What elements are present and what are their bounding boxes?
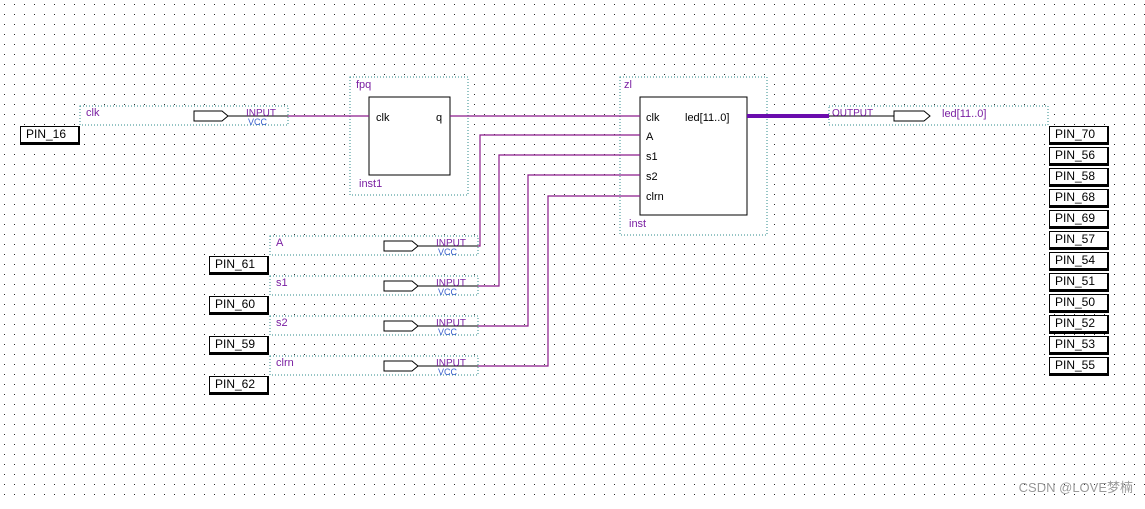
pin-clrn[interactable]: PIN_62 (209, 376, 269, 395)
output-pin[interactable]: PIN_53 (1049, 336, 1109, 355)
zl-port-clrn: clrn (646, 191, 664, 203)
fpq-block[interactable]: fpq clk q inst1 (349, 76, 469, 196)
zl-port-clk: clk (646, 112, 660, 124)
wire-s1 (478, 154, 640, 287)
zl-port-led: led[11..0] (685, 112, 729, 124)
input-s2-symbol[interactable]: s2 INPUT VCC (269, 315, 479, 337)
input-s2-name: s2 (276, 317, 288, 329)
input-clk-vcc: VCC (248, 117, 268, 127)
input-clk-type: INPUT (246, 108, 276, 119)
fpq-port-clk: clk (376, 112, 390, 124)
output-pin[interactable]: PIN_70 (1049, 126, 1109, 145)
output-pin[interactable]: PIN_56 (1049, 147, 1109, 166)
input-s1-name: s1 (276, 277, 288, 289)
input-clk-name: clk (86, 107, 100, 119)
input-A-vcc: VCC (438, 247, 458, 257)
output-led-symbol[interactable]: OUTPUT led[11..0] (828, 105, 1049, 126)
input-clrn-symbol[interactable]: clrn INPUT VCC (269, 355, 479, 377)
pin-clk[interactable]: PIN_16 (20, 126, 80, 145)
zl-port-s2: s2 (646, 171, 658, 183)
output-pin[interactable]: PIN_52 (1049, 315, 1109, 334)
output-pin[interactable]: PIN_54 (1049, 252, 1109, 271)
fpq-title: fpq (356, 79, 371, 91)
wires (288, 115, 640, 367)
zl-instance: inst (629, 218, 646, 230)
input-A-type: INPUT (436, 238, 466, 249)
output-pin[interactable]: PIN_69 (1049, 210, 1109, 229)
zl-port-A: A (646, 131, 654, 143)
input-s1-vcc: VCC (438, 287, 458, 297)
input-clrn-name: clrn (276, 357, 294, 369)
input-clk-symbol[interactable]: clk INPUT VCC (79, 105, 289, 127)
output-pin-list: PIN_70 PIN_56 PIN_58 PIN_68 PIN_69 PIN_5… (1049, 126, 1109, 378)
output-pin[interactable]: PIN_50 (1049, 294, 1109, 313)
input-s1-type: INPUT (436, 278, 466, 289)
zl-block[interactable]: zl clk A s1 s2 clrn led[11..0] inst (619, 76, 768, 236)
output-type: OUTPUT (832, 108, 873, 119)
wire-clrn (478, 195, 640, 367)
watermark: CSDN @LOVE梦楠 (1018, 480, 1133, 495)
pin-s2[interactable]: PIN_59 (209, 336, 269, 355)
output-pin[interactable]: PIN_55 (1049, 357, 1109, 376)
zl-title: zl (624, 79, 632, 91)
output-pin[interactable]: PIN_58 (1049, 168, 1109, 187)
output-pin[interactable]: PIN_57 (1049, 231, 1109, 250)
pin-s1[interactable]: PIN_60 (209, 296, 269, 315)
input-clrn-type: INPUT (436, 358, 466, 369)
output-pin[interactable]: PIN_68 (1049, 189, 1109, 208)
input-A-name: A (276, 237, 284, 249)
input-A-symbol[interactable]: A INPUT VCC (269, 235, 479, 257)
output-name: led[11..0] (942, 108, 986, 120)
input-s1-symbol[interactable]: s1 INPUT VCC (269, 275, 479, 297)
input-s2-vcc: VCC (438, 327, 458, 337)
input-clrn-vcc: VCC (438, 367, 458, 377)
wire-s2 (478, 174, 640, 327)
zl-port-s1: s1 (646, 151, 658, 163)
input-s2-type: INPUT (436, 318, 466, 329)
wire-A (478, 134, 640, 247)
fpq-port-q: q (436, 112, 442, 124)
fpq-instance: inst1 (359, 178, 382, 190)
pin-A[interactable]: PIN_61 (209, 256, 269, 275)
output-pin[interactable]: PIN_51 (1049, 273, 1109, 292)
